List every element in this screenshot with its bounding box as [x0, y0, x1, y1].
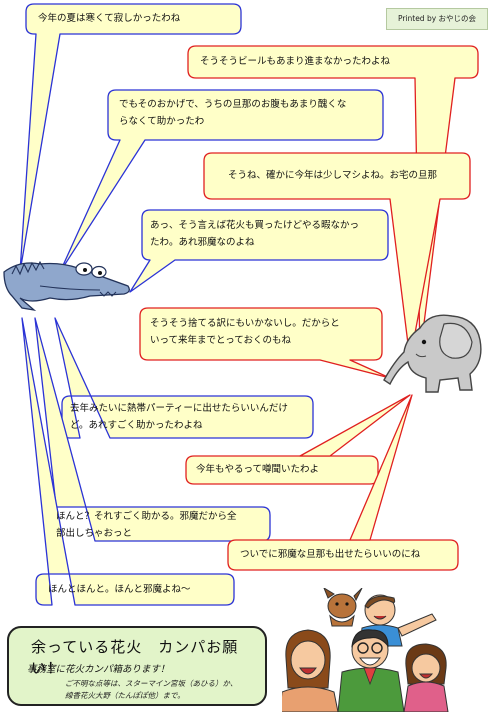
- bubble-5-line-2: たわ。あれ邪魔なのよね: [150, 237, 255, 248]
- mother-figure: [282, 629, 339, 712]
- crocodile-illustration: [3, 260, 130, 312]
- bubble-11-text: ほんとほんと。ほんと邪魔よね〜: [48, 584, 191, 595]
- speech-bubble-10: [227, 539, 459, 571]
- credit-badge: Printed by おやじの会: [386, 8, 488, 30]
- bubble-3-line-1: でもそのおかげで、うちの旦那のお腹もあまり醜くな: [119, 99, 347, 110]
- bubble-5-text: あっ、そう言えば花火も買ったけどやる暇なかっ たわ。あれ邪魔なのよね: [150, 217, 359, 251]
- fireworks-donation-notice: 余っている花火 カンパお願い！ 事務室に花火カンパ箱あります！ ご不明な点等は、…: [7, 626, 267, 706]
- bubble-8-text: 今年もやるって噂聞いたわよ: [196, 464, 320, 475]
- speech-bubble-5: [129, 209, 389, 293]
- bubble-6-text: そうそう捨てる訳にもいかないし。だからと いって来年までとっておくのもね: [150, 315, 340, 349]
- bubble-7-line-1: 去年みたいに熱帯パーティーに出せたらいいんだけ: [70, 403, 288, 414]
- speech-bubble-8: [185, 455, 379, 485]
- bubble-6-line-2: いって来年までとっておくのもね: [150, 335, 291, 346]
- family-illustration: [282, 588, 449, 712]
- speech-bubble-10-tail: [349, 394, 413, 541]
- speech-bubble-11: [21, 317, 235, 606]
- credit-name: おやじの会: [438, 14, 477, 23]
- bubble-9-line-2: 部出しちゃおっと: [56, 528, 133, 539]
- notice-note-line-2: 線香花火大野（たんぽぽ他）まで。: [65, 691, 185, 700]
- notice-subtitle: 事務室に花火カンパ箱あります！: [27, 664, 170, 675]
- bubble-3-text: でもそのおかげで、うちの旦那のお腹もあまり醜くな らなくて助かったわ: [119, 96, 346, 130]
- girl-figure: [403, 643, 449, 712]
- notice-note-line-1: ご不明な点等は、スターマイン宮坂（あひる）か、: [65, 679, 238, 688]
- bubble-6-line-1: そうそう捨てる訳にもいかないし。だからと: [150, 318, 340, 329]
- bubble-7-line-2: ど。あれすごく助かったわよね: [70, 420, 203, 431]
- speech-bubble-1: [19, 3, 242, 273]
- bubble-7-text: 去年みたいに熱帯パーティーに出せたらいいんだけ ど。あれすごく助かったわよね: [70, 400, 288, 434]
- speech-bubble-4: [203, 152, 471, 361]
- bubble-10-text: ついでに邪魔な旦那も出せたらいいのにね: [240, 549, 421, 560]
- credit-label: Printed by: [397, 14, 437, 23]
- bubble-3-line-2: らなくて助かったわ: [119, 116, 205, 127]
- father-figure: [337, 629, 405, 712]
- bubble-4-text: そうね、確かに今年は少しマシよね。お宅の旦那: [228, 170, 438, 181]
- speech-bubble-3: [59, 89, 384, 273]
- notice-title: 余っている花火 カンパお願い！: [31, 638, 239, 677]
- bubble-2-text: そうそうビールもあまり進まなかったわよね: [200, 56, 391, 67]
- bubble-1-text: 今年の夏は寒くて寂しかったわね: [38, 13, 181, 24]
- bubble-5-line-1: あっ、そう言えば花火も買ったけどやる暇なかっ: [150, 220, 360, 231]
- speech-bubble-8-tail: [299, 394, 411, 457]
- bubble-9-text: ほんと？それすごく助かる。邪魔だから全 部出しちゃおっと: [56, 508, 237, 542]
- speech-bubble-6: [139, 307, 391, 379]
- dog-figure: [323, 588, 363, 627]
- bubble-9-line-1: ほんと？それすごく助かる。邪魔だから全: [56, 511, 237, 522]
- speech-bubble-7: [54, 317, 314, 439]
- notice-contact-note: ご不明な点等は、スターマイン宮坂（あひる）か、 線香花火大野（たんぽぽ他）まで。: [65, 678, 237, 702]
- elephant-illustration: [383, 314, 482, 393]
